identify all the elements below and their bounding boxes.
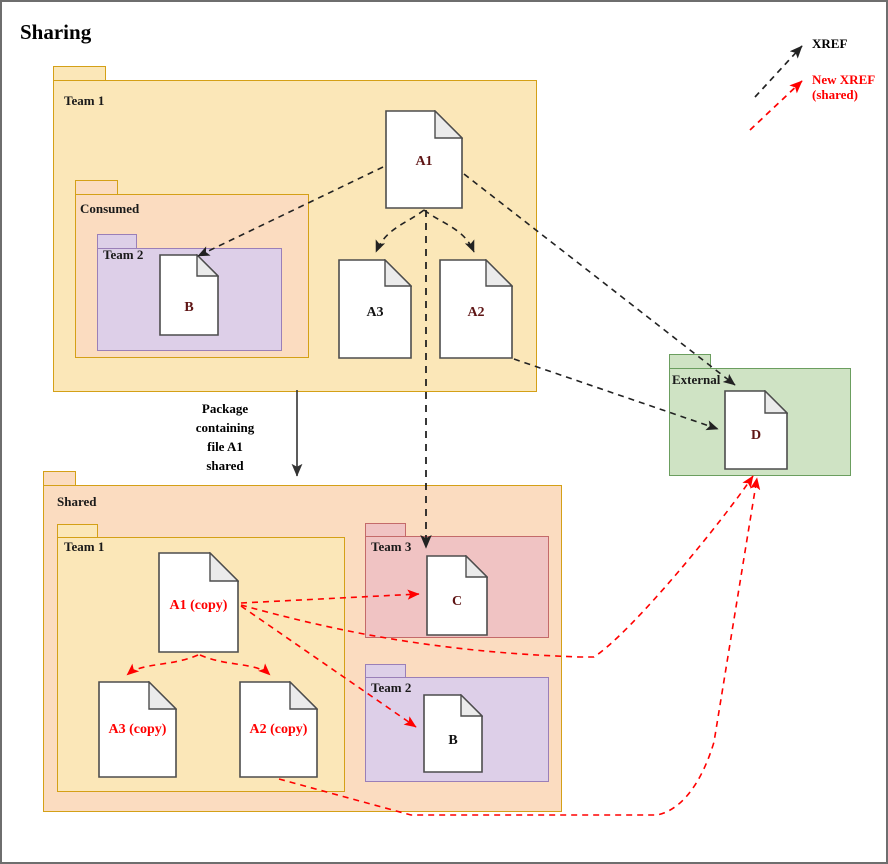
package-tab [43,471,76,486]
package-label-top-team2: Team 2 [103,247,144,262]
file-icon [159,254,219,336]
shared-package-note: Package containing file A1 shared [195,401,255,473]
file-a1copy[interactable] [158,552,239,653]
package-tab [97,234,137,249]
file-icon [338,259,412,359]
file-a3copy[interactable] [98,681,177,778]
file-label-file-b-top: B [184,300,194,315]
file-a3[interactable] [338,259,412,359]
file-icon [158,552,239,653]
package-tab [53,66,106,81]
file-label-file-a1: A1 [415,154,433,169]
file-label-file-a3: A3 [366,305,384,320]
package-tab [75,180,118,195]
package-tab [669,354,711,369]
page-title: Sharing [20,20,92,44]
package-label-bottom-team2: Team 2 [371,680,412,695]
package-tab [57,524,98,538]
file-label-file-c: C [451,594,463,609]
package-label-top-team1: Team 1 [64,93,105,108]
legend-label-new-xref: New XREF (shared) [812,72,876,102]
file-label-file-b-bot: B [448,733,458,748]
package-tab [365,664,406,678]
file-label-file-d: D [750,428,762,443]
file-d[interactable] [724,390,788,470]
file-icon [385,110,463,209]
package-tab [365,523,406,537]
file-icon [724,390,788,470]
file-a1[interactable] [385,110,463,209]
file-label-file-a2copy: A2 (copy) [249,722,308,737]
package-label-top-consumed: Consumed [80,201,140,216]
legend-arrow-xref [754,45,803,98]
package-label-bottom-team3: Team 3 [371,539,412,554]
package-label-shared: Shared [57,494,97,509]
file-label-file-a2: A2 [467,305,485,320]
file-label-file-a1copy: A1 (copy) [169,598,228,613]
package-label-external: External [672,372,721,387]
file-icon [98,681,177,778]
legend-label-xref: XREF [812,36,848,51]
package-label-bottom-team1: Team 1 [64,539,105,554]
legend-arrow-new-xref [749,80,803,131]
file-b-top[interactable] [159,254,219,336]
file-label-file-a3copy: A3 (copy) [108,722,167,737]
